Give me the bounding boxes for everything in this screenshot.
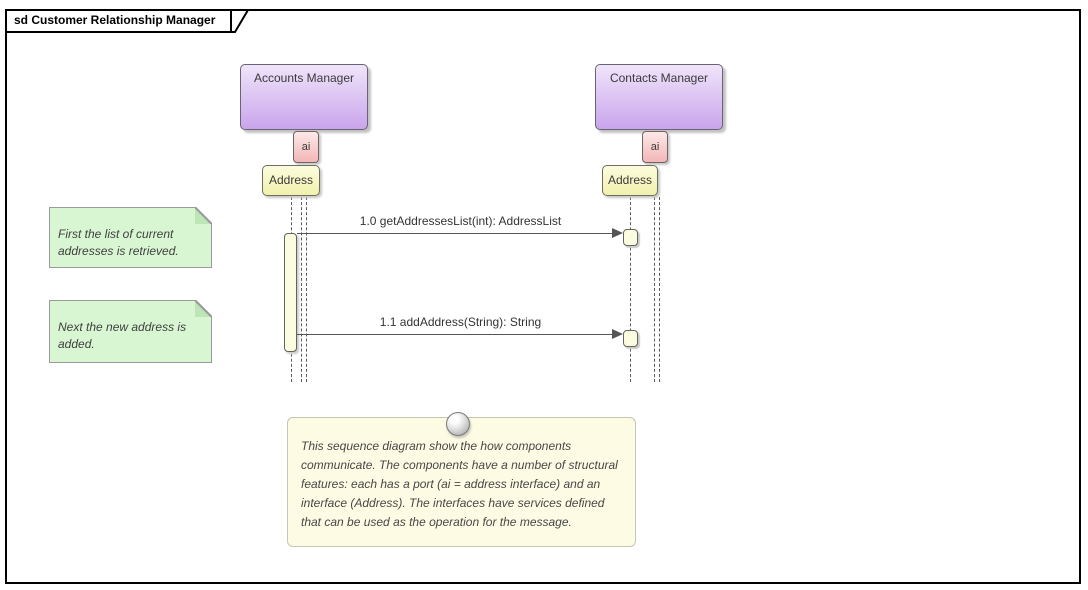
doc-note-text: This sequence diagram show the how compo… (301, 439, 618, 529)
lifeline-accounts-port (306, 197, 307, 382)
frame-title-tab[interactable]: sd Customer Relationship Manager (5, 9, 251, 34)
message-1-label[interactable]: 1.0 getAddressesList(int): AddressList (359, 214, 562, 228)
interface-accounts-address[interactable]: Address (262, 165, 320, 196)
message-2-arrowhead-icon (612, 329, 623, 339)
note-retrieve-addresses-text: First the list of current addresses is r… (58, 227, 179, 258)
frame-title-pentagon-icon (5, 9, 250, 33)
component-accounts-manager[interactable]: Accounts Manager (240, 64, 368, 130)
port-accounts-ai-label: ai (301, 141, 311, 153)
note-pin-sphere-icon (446, 412, 470, 436)
lifeline-contacts-interface (630, 197, 631, 382)
message-1-arrowhead-icon (612, 228, 623, 238)
note-retrieve-addresses[interactable]: First the list of current addresses is r… (49, 207, 212, 268)
execution-contacts-2[interactable] (623, 330, 638, 347)
lifeline-contacts-component (654, 197, 655, 382)
message-1-line[interactable] (297, 233, 614, 234)
port-contacts-ai[interactable]: ai (642, 131, 668, 163)
lifeline-accounts-component (301, 197, 302, 382)
interface-accounts-address-label: Address (268, 173, 314, 187)
note-fold-icon (195, 300, 212, 317)
component-contacts-manager[interactable]: Contacts Manager (595, 64, 723, 130)
interface-contacts-address[interactable]: Address (602, 165, 658, 196)
frame-title: sd Customer Relationship Manager (14, 13, 216, 27)
activation-accounts[interactable] (284, 233, 297, 352)
port-contacts-ai-label: ai (650, 141, 660, 153)
note-add-address-text: Next the new address is added. (58, 320, 187, 351)
doc-note[interactable]: This sequence diagram show the how compo… (287, 417, 636, 547)
interface-contacts-address-label: Address (607, 173, 653, 187)
note-fold-icon (195, 207, 212, 224)
diagram-frame (5, 9, 1081, 584)
execution-contacts-1[interactable] (623, 229, 638, 246)
port-accounts-ai[interactable]: ai (293, 131, 319, 163)
component-accounts-manager-label: Accounts Manager (253, 71, 355, 85)
component-contacts-manager-label: Contacts Manager (609, 71, 709, 85)
message-2-line[interactable] (297, 334, 614, 335)
note-add-address[interactable]: Next the new address is added. (49, 300, 212, 363)
lifeline-contacts-port (659, 197, 660, 382)
message-2-label[interactable]: 1.1 addAddress(String): String (379, 315, 542, 329)
